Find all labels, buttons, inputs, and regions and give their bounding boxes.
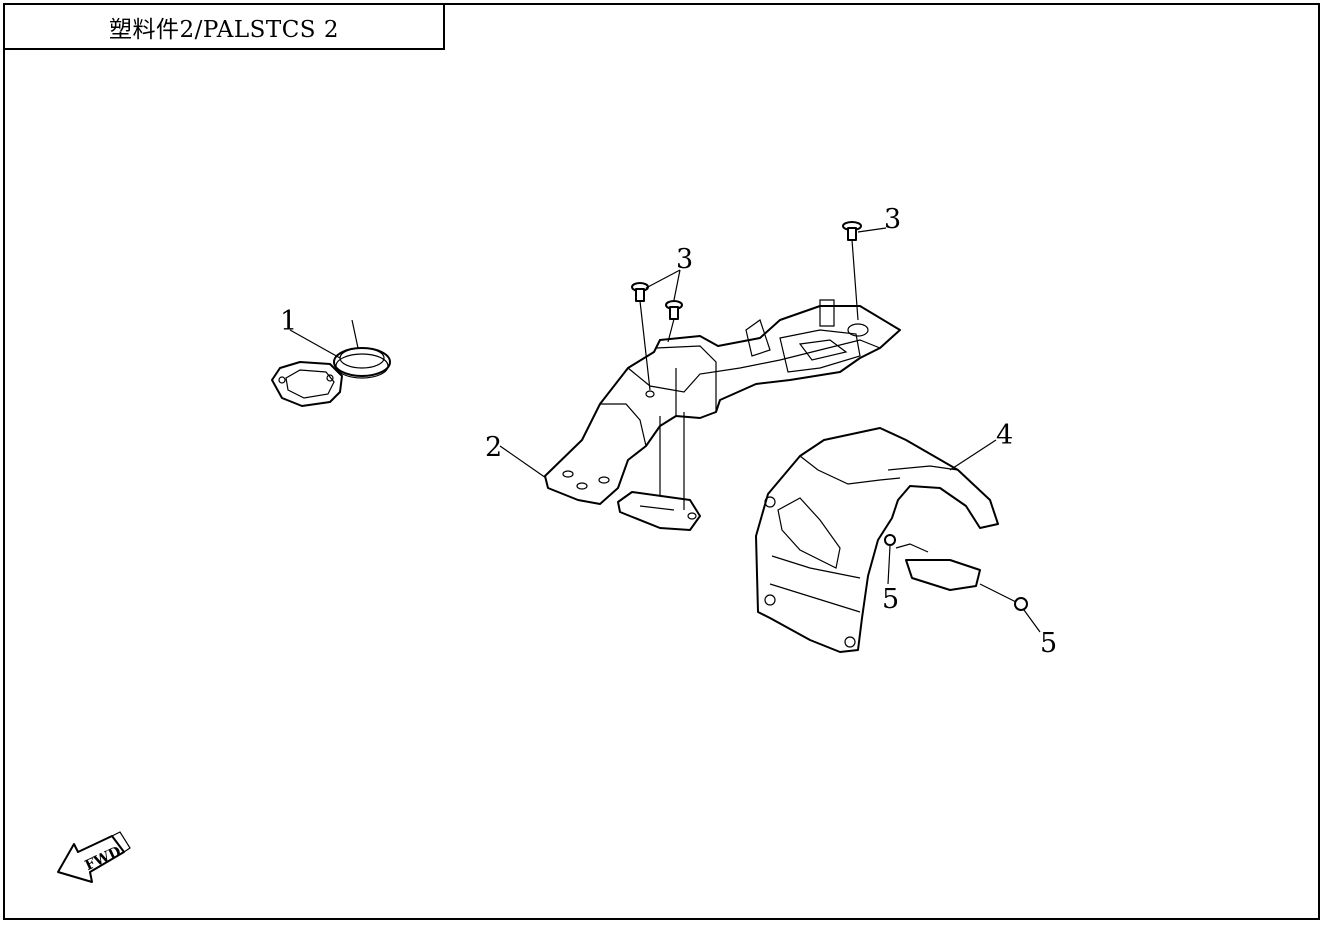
callout-1: 1: [280, 306, 297, 337]
callout-3a: 3: [676, 244, 693, 275]
part-1-cap: [271, 347, 391, 407]
title-block: 塑料件2/PALSTCS 2: [3, 3, 445, 50]
part-2-bracket: [544, 299, 901, 531]
callout-2: 2: [485, 432, 502, 463]
callout-4: 4: [996, 420, 1013, 451]
part-3-screws: [631, 221, 862, 391]
callout-3b: 3: [884, 204, 901, 235]
leader-lines: [289, 227, 1041, 633]
drawing-frame: [3, 3, 1320, 920]
callout-5b: 5: [1040, 628, 1057, 659]
fwd-arrow-icon: FWD: [57, 831, 131, 883]
part-5-bolts: [884, 534, 1028, 611]
callout-5a: 5: [882, 584, 899, 615]
part-4-guard: [755, 427, 999, 653]
page-title: 塑料件2/PALSTCS 2: [108, 16, 340, 43]
